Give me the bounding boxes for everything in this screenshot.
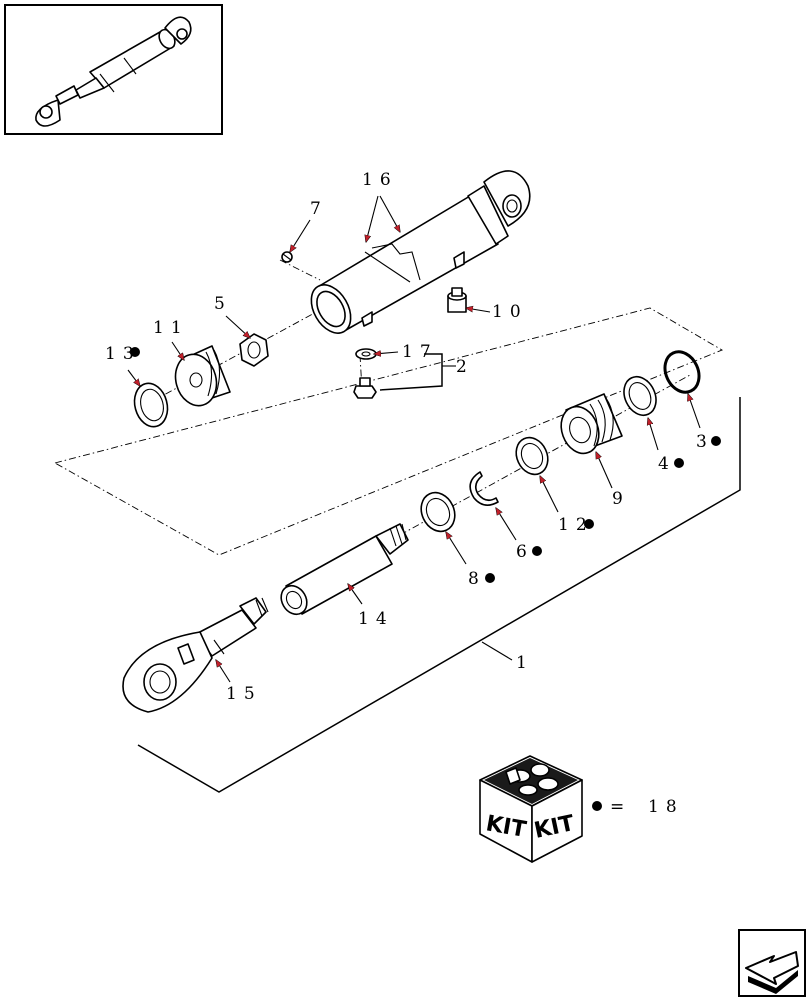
backup-ring[interactable] <box>510 432 553 479</box>
snap-ring[interactable] <box>469 471 499 506</box>
label-11: 11 <box>153 318 189 338</box>
cylinder-barrel[interactable] <box>303 170 531 340</box>
label-1: 1 <box>516 653 534 673</box>
kit-box-icon: KIT KIT <box>479 755 583 863</box>
label-8: 8 <box>468 569 486 589</box>
label-16: 16 <box>362 170 398 190</box>
assembly-boundary <box>137 397 741 793</box>
kit-marker-6 <box>532 546 542 556</box>
leader-1 <box>481 641 513 661</box>
axis-line-left <box>139 309 321 409</box>
next-page-arrow-icon[interactable] <box>738 929 806 997</box>
fitting-nut[interactable] <box>353 377 377 399</box>
rod-end-clevis[interactable] <box>122 597 269 713</box>
kit-legend-equals: = <box>610 797 631 817</box>
seal-kit-boundary <box>54 307 724 556</box>
kit-marker-8 <box>485 573 495 583</box>
kit-marker-4 <box>674 458 684 468</box>
label-6: 6 <box>516 542 534 562</box>
kit-legend-dot <box>592 801 602 811</box>
label-2: 2 <box>456 357 474 377</box>
label-4: 4 <box>658 454 676 474</box>
axis-line-upper <box>279 259 321 281</box>
wiper-seal[interactable] <box>415 487 461 537</box>
piston-rod[interactable] <box>276 523 409 619</box>
label-12: 12 <box>558 515 594 535</box>
label-5: 5 <box>214 294 232 314</box>
hex-nut[interactable] <box>239 333 269 367</box>
label-14: 14 <box>358 609 394 629</box>
rod-guide[interactable] <box>555 393 623 459</box>
label-13: 13 <box>105 344 141 364</box>
leader-lines <box>127 195 701 683</box>
grease-fitting[interactable] <box>281 251 293 263</box>
guide-seal[interactable] <box>618 372 662 421</box>
washer-17[interactable] <box>355 348 377 360</box>
label-7: 7 <box>310 199 328 219</box>
label-3: 3 <box>696 432 714 452</box>
piston[interactable] <box>170 345 231 410</box>
label-9: 9 <box>612 489 630 509</box>
label-10: 10 <box>492 302 528 322</box>
kit-legend-number: 18 <box>648 797 684 817</box>
piston-seal[interactable] <box>130 380 172 431</box>
label-17: 17 <box>402 342 438 362</box>
fitting-10[interactable] <box>447 287 467 313</box>
kit-marker-12 <box>584 519 594 529</box>
cylinder-thumbnail-icon[interactable] <box>4 4 223 135</box>
kit-marker-3 <box>711 436 721 446</box>
kit-marker-13 <box>130 347 140 357</box>
label-15: 15 <box>226 684 262 704</box>
o-ring[interactable] <box>659 346 706 398</box>
